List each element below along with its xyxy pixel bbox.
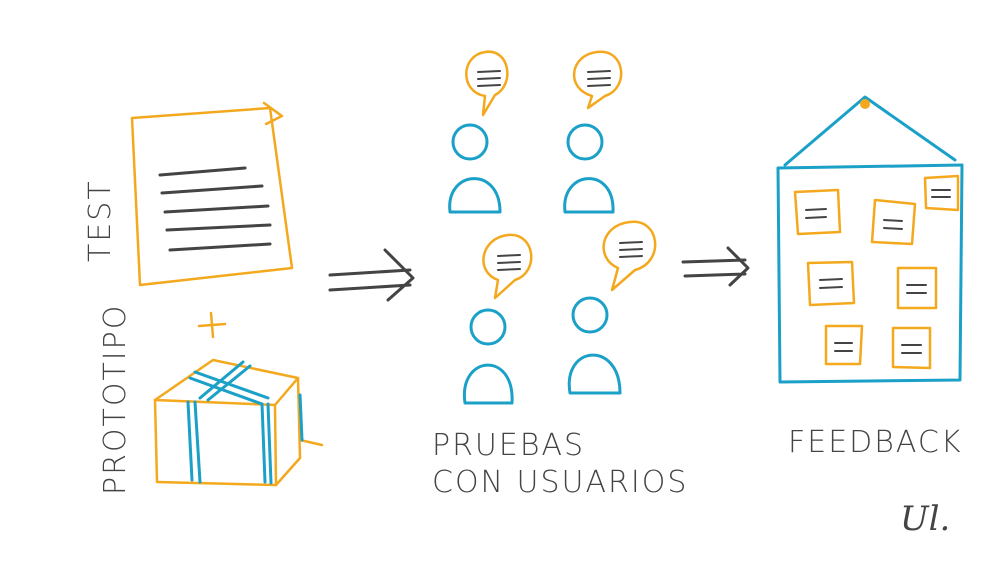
user-2 [563, 50, 623, 214]
feedback-board [776, 95, 964, 384]
feedback-label: FEEDBACK [788, 425, 963, 460]
arrow-right-icon [681, 246, 750, 287]
user-3 [462, 233, 533, 405]
prototype-box [153, 358, 324, 487]
user-tests-label-line1: PRUEBAS [432, 428, 585, 463]
signature: Ul. [900, 499, 950, 539]
prototype-label: PROTOTIPO [98, 304, 133, 495]
test-document [130, 101, 294, 287]
arrow-right-icon [328, 248, 415, 302]
user-1 [448, 50, 509, 214]
sticky-notes [793, 174, 960, 370]
test-label: TEST [83, 179, 118, 262]
user-4 [567, 220, 657, 395]
plus-icon [197, 311, 227, 339]
user-tests-label-line2: CON USUARIOS [432, 465, 688, 500]
